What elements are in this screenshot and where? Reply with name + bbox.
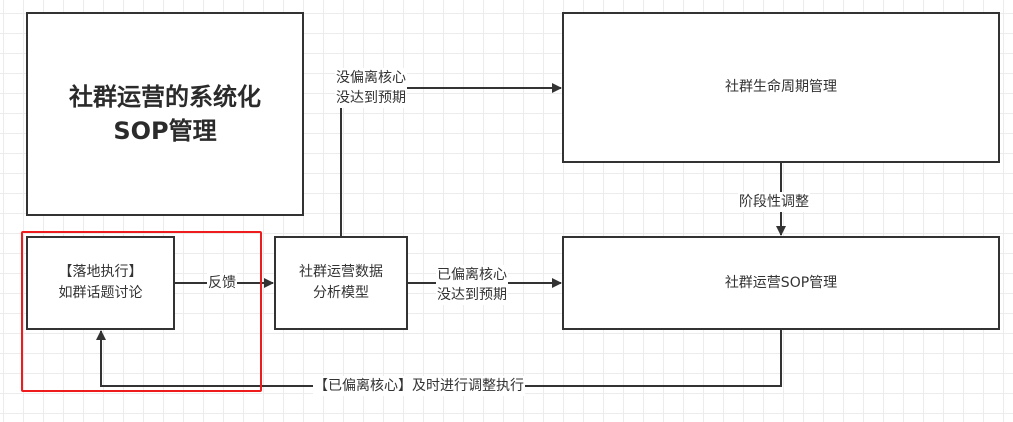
- edge-label-adjust-execute: 【已偏离核心】及时进行调整执行: [313, 376, 525, 396]
- main-title-line-1: 社群运营的系统化: [69, 83, 261, 111]
- lifecycle-management-node[interactable]: 社群生命周期管理: [562, 12, 1000, 163]
- edge-label-not-deviated-line-1: 没偏离核心: [336, 70, 406, 86]
- data-analysis-line-1: 社群运营数据: [299, 264, 383, 280]
- edge-label-deviated: 已偏离核心 没达到预期: [436, 265, 508, 305]
- edge-label-not-deviated-line-2: 没达到预期: [336, 90, 406, 106]
- edge-label-not-deviated: 没偏离核心 没达到预期: [335, 68, 407, 108]
- data-analysis-node[interactable]: 社群运营数据 分析模型: [274, 236, 408, 330]
- edge-label-deviated-line-2: 没达到预期: [437, 287, 507, 303]
- edge-label-stage-adjust: 阶段性调整: [738, 192, 810, 212]
- main-title-line-2: SOP管理: [113, 117, 217, 145]
- edge-not-deviated: [340, 83, 562, 237]
- main-title-node[interactable]: 社群运营的系统化 SOP管理: [26, 12, 304, 216]
- highlight-frame: [21, 231, 262, 392]
- lifecycle-management-label: 社群生命周期管理: [725, 79, 837, 95]
- edge-label-deviated-line-1: 已偏离核心: [437, 267, 507, 283]
- sop-management-label: 社群运营SOP管理: [724, 274, 838, 291]
- execution-line-1: 【落地执行】: [58, 264, 143, 280]
- data-analysis-line-2: 分析模型: [313, 285, 369, 301]
- edge-label-feedback: 反馈: [207, 273, 237, 293]
- execution-node[interactable]: 【落地执行】 如群话题讨论: [26, 236, 175, 330]
- sop-management-node[interactable]: 社群运营SOP管理: [562, 236, 1000, 330]
- execution-line-2: 如群话题讨论: [58, 285, 143, 301]
